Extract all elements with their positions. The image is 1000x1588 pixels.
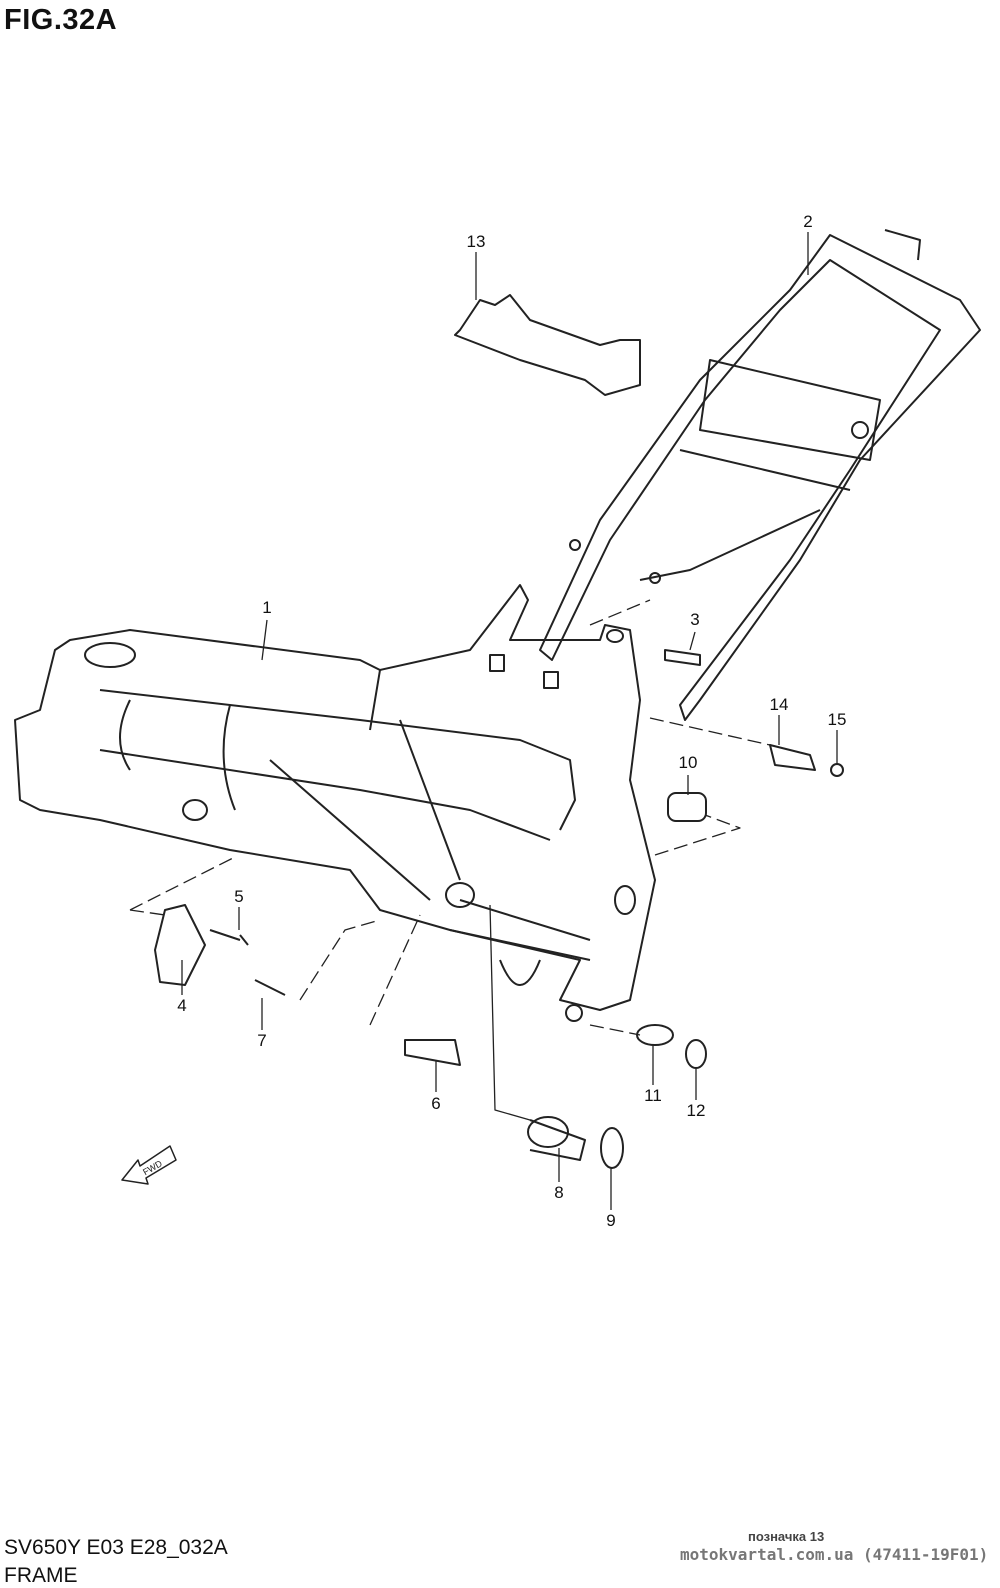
callout-9[interactable]: 9 bbox=[605, 1211, 617, 1231]
guide-lines bbox=[129, 599, 771, 1036]
callout-5[interactable]: 5 bbox=[233, 887, 245, 907]
figure-title: FIG.32A bbox=[4, 4, 118, 36]
site-watermark: motokvartal.com.ua (47411-19F01) bbox=[680, 1545, 989, 1564]
callout-13[interactable]: 13 bbox=[465, 232, 487, 252]
rear-frame bbox=[539, 229, 981, 721]
callout-4[interactable]: 4 bbox=[176, 996, 188, 1016]
small-parts bbox=[154, 649, 844, 1169]
diagram-title: FRAME bbox=[4, 1564, 78, 1587]
leader-lines bbox=[181, 232, 838, 1210]
part-13-cover bbox=[454, 294, 641, 396]
fwd-arrow-icon: FWD bbox=[121, 1145, 177, 1185]
callout-3[interactable]: 3 bbox=[689, 610, 701, 630]
callout-12[interactable]: 12 bbox=[685, 1101, 707, 1121]
callout-2[interactable]: 2 bbox=[802, 212, 814, 232]
callout-10[interactable]: 10 bbox=[677, 753, 699, 773]
callout-7[interactable]: 7 bbox=[256, 1031, 268, 1051]
mark-label: позначка 13 bbox=[748, 1529, 825, 1544]
diagram-code: SV650Y E03 E28_032A bbox=[4, 1536, 228, 1559]
callout-8[interactable]: 8 bbox=[553, 1183, 565, 1203]
callout-6[interactable]: 6 bbox=[430, 1094, 442, 1114]
callout-1[interactable]: 1 bbox=[261, 598, 273, 618]
main-frame bbox=[14, 584, 656, 1022]
callout-11[interactable]: 11 bbox=[643, 1086, 663, 1106]
callout-15[interactable]: 15 bbox=[826, 710, 848, 730]
callout-14[interactable]: 14 bbox=[768, 695, 790, 715]
